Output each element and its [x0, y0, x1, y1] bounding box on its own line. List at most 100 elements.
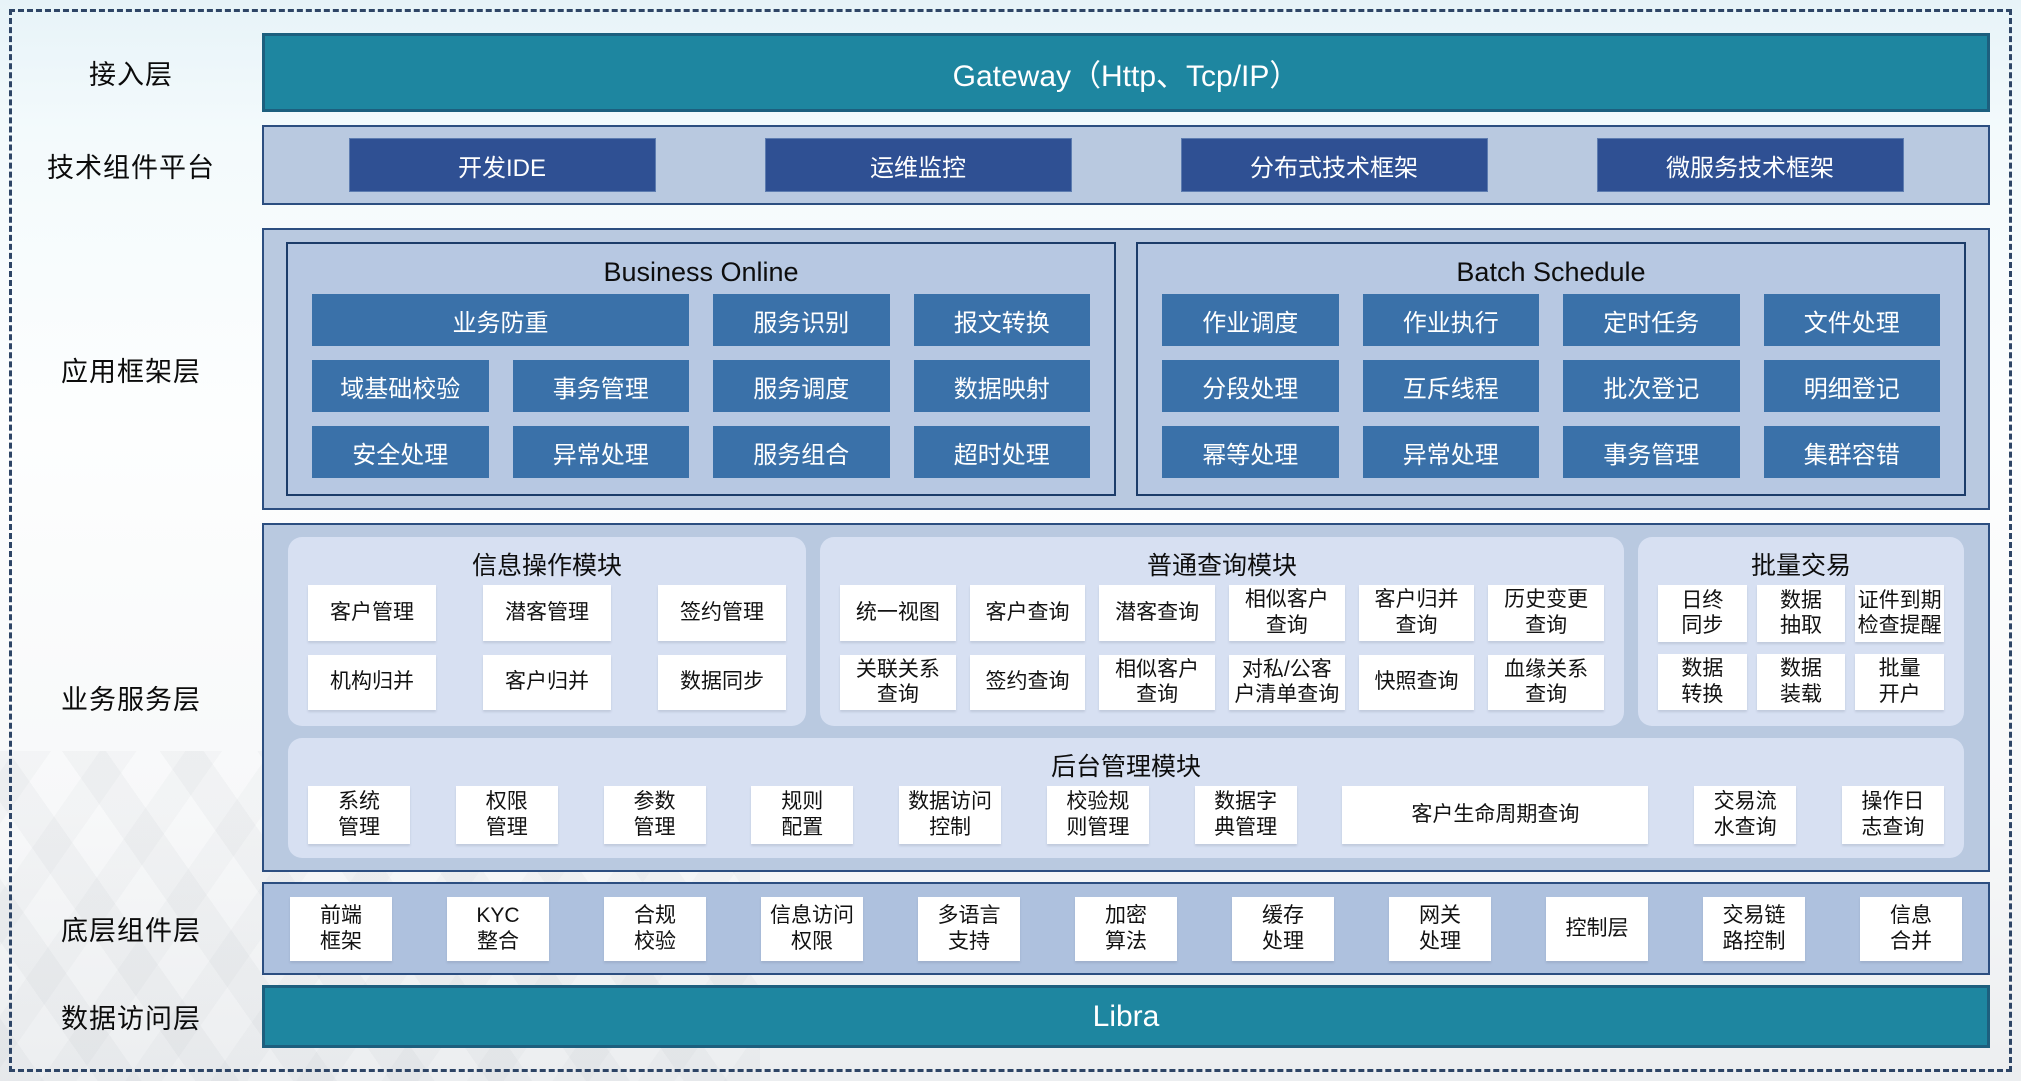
admin-item: 规则 配置 [751, 786, 854, 844]
module-item: 客户管理 [308, 585, 436, 641]
layer-data-access: 数据访问层 Libra [0, 985, 1990, 1048]
base-item: KYC 整合 [447, 896, 549, 961]
libra-bar: Libra [262, 985, 1990, 1048]
tech-item: 开发IDE [348, 138, 656, 192]
info-ops-grid: 客户管理 潜客管理 签约管理 机构归并 客户归并 数据同步 [308, 585, 786, 710]
admin-item: 数据字 典管理 [1194, 786, 1297, 844]
base-item: 前端 框架 [290, 896, 392, 961]
tech-item: 微服务技术框架 [1596, 138, 1904, 192]
fw-item: 批次登记 [1563, 360, 1740, 412]
module-item: 批量 开户 [1855, 653, 1944, 710]
admin-item: 参数 管理 [603, 786, 706, 844]
fw-item: 事务管理 [512, 360, 689, 412]
fw-item: 数据映射 [913, 360, 1090, 412]
module-item: 日终 同步 [1658, 585, 1747, 642]
tech-platform-container: 开发IDE 运维监控 分布式技术框架 微服务技术框架 [262, 125, 1990, 205]
base-item: 信息访问 权限 [761, 896, 863, 961]
panel-title: Business Online [603, 256, 799, 287]
gateway-bar: Gateway（Http、Tcp/IP） [262, 33, 1990, 112]
fw-item: 报文转换 [913, 294, 1090, 346]
fw-item: 事务管理 [1563, 426, 1740, 478]
gateway-title: Gateway（Http、Tcp/IP） [952, 59, 1300, 93]
admin-item: 客户生命周期查询 [1342, 786, 1649, 844]
layer-label-tech-platform: 技术组件平台 [47, 152, 215, 183]
module-item: 机构归并 [308, 654, 436, 710]
module-item: 客户查询 [969, 585, 1086, 641]
admin-item: 交易流 水查询 [1694, 786, 1797, 844]
panel-title: Batch Schedule [1456, 256, 1646, 287]
module-common-query: 普通查询模块 统一视图 客户查询 潜客查询 相似客户 查询 客户归并 查询 历史… [820, 537, 1624, 726]
fw-item: 超时处理 [913, 426, 1090, 478]
fw-item: 定时任务 [1563, 294, 1740, 346]
base-item: 合规 校验 [604, 896, 706, 961]
business-online-grid: 业务防重 服务识别 报文转换 域基础校验 事务管理 服务调度 数据映射 安全处理… [312, 294, 1090, 478]
base-item: 信息 合并 [1860, 896, 1962, 961]
module-item: 历史变更 查询 [1488, 585, 1604, 641]
module-item: 数据 抽取 [1756, 585, 1846, 642]
layer-app-framework: 应用框架层 Business Online 业务防重 服务识别 报文转换 域基础… [0, 228, 1990, 510]
business-service-container: 信息操作模块 客户管理 潜客管理 签约管理 机构归并 客户归并 数据同步 [262, 523, 1990, 872]
module-title: 批量交易 [1750, 552, 1851, 580]
fw-item: 安全处理 [312, 426, 489, 478]
admin-item: 数据访问 控制 [899, 786, 1002, 844]
module-item: 数据同步 [658, 654, 786, 710]
module-item: 统一视图 [840, 585, 956, 641]
layer-label-access: 接入层 [89, 60, 173, 90]
admin-item: 权限 管理 [455, 786, 558, 844]
layer-business-service: 业务服务层 信息操作模块 客户管理 潜客管理 签约管理 机构归并 客户归并 [0, 523, 1990, 872]
module-item: 客户归并 查询 [1358, 585, 1475, 641]
base-item: 交易链 路控制 [1703, 896, 1805, 961]
module-item: 证件到期 检查提醒 [1855, 585, 1944, 642]
module-title: 普通查询模块 [1146, 552, 1297, 580]
fw-item: 互斥线程 [1362, 360, 1539, 412]
fw-item: 文件处理 [1763, 294, 1940, 346]
panel-batch-schedule: Batch Schedule 作业调度 作业执行 定时任务 文件处理 分段处理 … [1136, 242, 1966, 496]
fw-item: 作业执行 [1362, 294, 1539, 346]
module-item: 签约管理 [658, 585, 786, 641]
module-batch-trade: 批量交易 日终 同步 数据 抽取 证件到期 检查提醒 数据 转换 数据 装载 批… [1638, 537, 1964, 726]
layer-label-app-framework: 应用框架层 [61, 356, 201, 387]
admin-grid: 系统 管理 权限 管理 参数 管理 规则 配置 数据访问 控制 校验规 则管理 … [308, 786, 1944, 844]
batch-schedule-grid: 作业调度 作业执行 定时任务 文件处理 分段处理 互斥线程 批次登记 明细登记 … [1162, 294, 1940, 478]
module-title: 信息操作模块 [471, 552, 622, 580]
admin-item: 校验规 则管理 [1046, 786, 1149, 844]
fw-item: 幂等处理 [1162, 426, 1339, 478]
business-service-modules: 信息操作模块 客户管理 潜客管理 签约管理 机构归并 客户归并 数据同步 [288, 537, 1964, 726]
base-item: 缓存 处理 [1232, 896, 1334, 961]
layer-label-data-access: 数据访问层 [61, 1004, 201, 1034]
module-info-ops: 信息操作模块 客户管理 潜客管理 签约管理 机构归并 客户归并 数据同步 [288, 537, 806, 726]
base-item: 控制层 [1546, 896, 1648, 961]
admin-item: 操作日 志查询 [1841, 786, 1944, 844]
module-item: 客户归并 [483, 654, 611, 710]
fw-item: 作业调度 [1162, 294, 1339, 346]
module-item: 签约查询 [969, 654, 1086, 710]
module-item: 关联关系 查询 [840, 654, 956, 710]
layer-access: 接入层 Gateway（Http、Tcp/IP） [0, 33, 1990, 112]
tech-item: 运维监控 [764, 138, 1072, 192]
fw-item: 域基础校验 [312, 360, 489, 412]
fw-item: 分段处理 [1162, 360, 1339, 412]
module-item: 相似客户 查询 [1099, 654, 1215, 710]
base-item: 多语言 支持 [918, 896, 1020, 961]
fw-item: 服务组合 [713, 426, 890, 478]
common-query-grid: 统一视图 客户查询 潜客查询 相似客户 查询 客户归并 查询 历史变更 查询 关… [840, 585, 1604, 710]
module-title: 后台管理模块 [1050, 753, 1201, 781]
fw-item: 集群容错 [1763, 426, 1940, 478]
fw-item: 异常处理 [512, 426, 689, 478]
module-item: 数据 装载 [1756, 653, 1846, 710]
module-item: 相似客户 查询 [1228, 585, 1345, 641]
fw-item: 明细登记 [1763, 360, 1940, 412]
libra-title: Libra [1092, 999, 1160, 1033]
fw-item: 异常处理 [1362, 426, 1539, 478]
module-item: 血缘关系 查询 [1488, 654, 1604, 710]
panel-business-online: Business Online 业务防重 服务识别 报文转换 域基础校验 事务管… [286, 242, 1116, 496]
fw-item: 业务防重 [312, 294, 689, 346]
module-item: 快照查询 [1358, 654, 1475, 710]
base-item: 网关 处理 [1389, 896, 1491, 961]
layer-base-components: 底层组件层 前端 框架 KYC 整合 合规 校验 信息访问 权限 多语言 支持 … [0, 882, 1990, 975]
module-item: 数据 转换 [1658, 653, 1747, 710]
base-components-container: 前端 框架 KYC 整合 合规 校验 信息访问 权限 多语言 支持 加密 算法 … [262, 882, 1990, 975]
module-item: 潜客管理 [483, 585, 611, 641]
